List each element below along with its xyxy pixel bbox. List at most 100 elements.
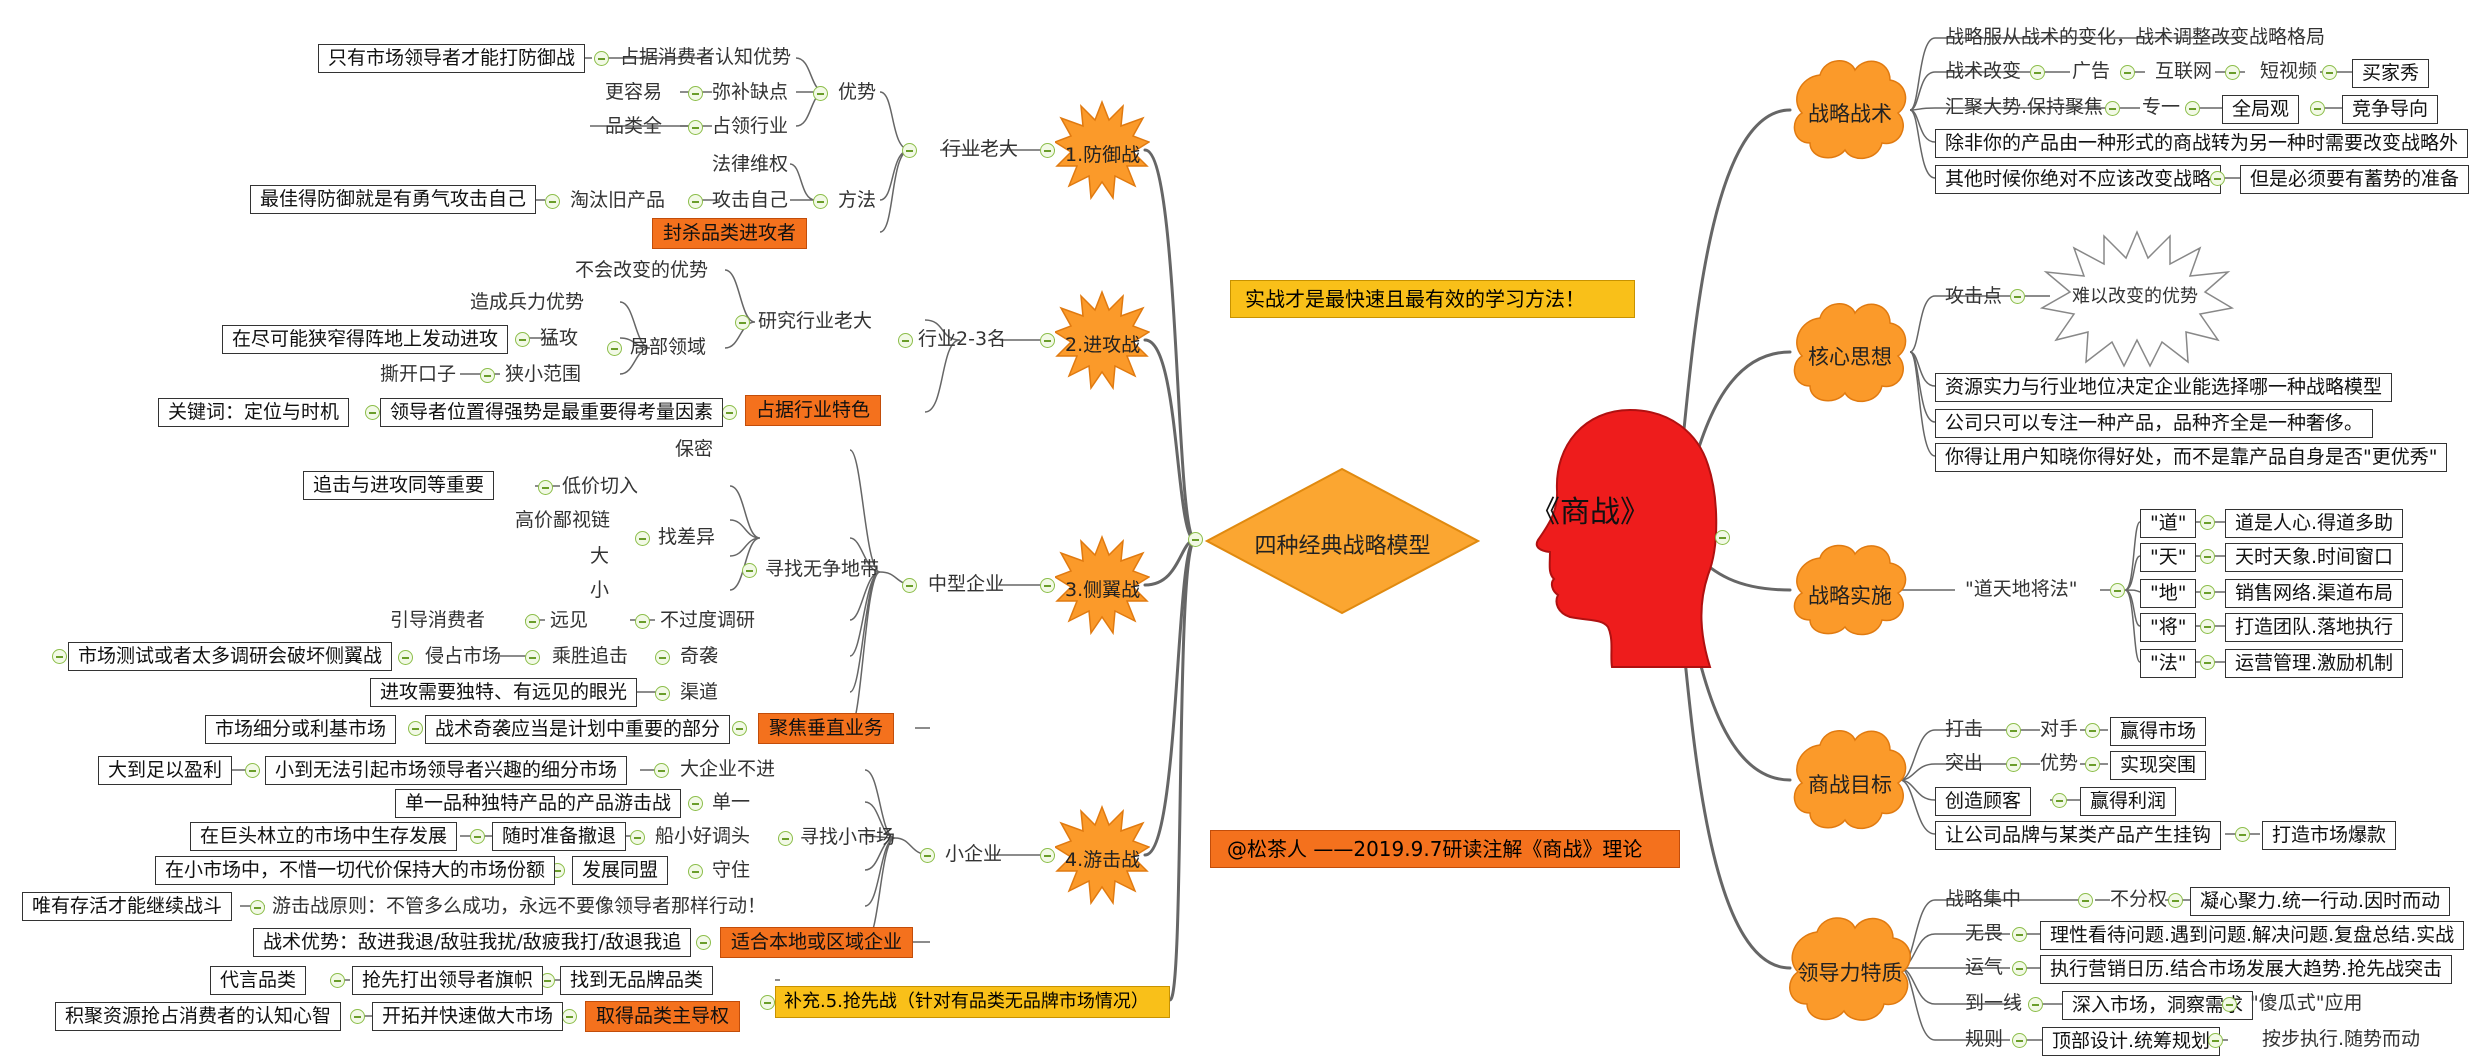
collapse-toggle-icon[interactable] bbox=[2185, 101, 2200, 116]
collapse-toggle-icon[interactable] bbox=[2222, 997, 2237, 1012]
collapse-toggle-icon[interactable] bbox=[2225, 65, 2240, 80]
node-goal[interactable]: 商战目标 bbox=[1808, 773, 1892, 797]
collapse-toggle-icon[interactable] bbox=[778, 831, 793, 846]
collapse-toggle-icon[interactable] bbox=[813, 86, 828, 101]
collapse-toggle-icon[interactable] bbox=[2200, 585, 2215, 600]
collapse-toggle-icon[interactable] bbox=[2078, 893, 2093, 908]
preempt-highlight: 取得品类主导权 bbox=[585, 1001, 741, 1032]
collapse-toggle-icon[interactable] bbox=[480, 368, 495, 383]
node-core[interactable]: 核心思想 bbox=[1808, 345, 1892, 369]
collapse-toggle-icon[interactable] bbox=[607, 341, 622, 356]
collapse-toggle-icon[interactable] bbox=[2120, 65, 2135, 80]
collapse-toggle-icon[interactable] bbox=[525, 614, 540, 629]
collapse-toggle-icon[interactable] bbox=[1040, 143, 1055, 158]
collapse-toggle-icon[interactable] bbox=[2006, 723, 2021, 738]
collapse-toggle-icon[interactable] bbox=[398, 650, 413, 665]
goal-profit: 赢得利润 bbox=[2080, 787, 2177, 816]
guerrilla-bigc: 大到足以盈利 bbox=[98, 756, 233, 785]
node-guerrilla[interactable]: 4.游击战 bbox=[1065, 849, 1141, 871]
collapse-toggle-icon[interactable] bbox=[2235, 827, 2250, 842]
collapse-toggle-icon[interactable] bbox=[408, 721, 423, 736]
collapse-toggle-icon[interactable] bbox=[2168, 893, 2183, 908]
collapse-toggle-icon[interactable] bbox=[2310, 101, 2325, 116]
collapse-toggle-icon[interactable] bbox=[813, 194, 828, 209]
collapse-toggle-icon[interactable] bbox=[1040, 848, 1055, 863]
collapse-toggle-icon[interactable] bbox=[688, 796, 703, 811]
collapse-toggle-icon[interactable] bbox=[2208, 1033, 2223, 1048]
collapse-toggle-icon[interactable] bbox=[688, 864, 703, 879]
collapse-toggle-icon[interactable] bbox=[245, 763, 260, 778]
impl-key-4: "将" bbox=[2140, 613, 2197, 642]
node-defense[interactable]: 1.防御战 bbox=[1065, 144, 1141, 166]
collapse-toggle-icon[interactable] bbox=[902, 143, 917, 158]
collapse-toggle-icon[interactable] bbox=[902, 578, 917, 593]
goal-rival: 对手 bbox=[2040, 718, 2079, 740]
collapse-toggle-icon[interactable] bbox=[2085, 723, 2100, 738]
collapse-toggle-icon[interactable] bbox=[2200, 655, 2215, 670]
collapse-toggle-icon[interactable] bbox=[540, 973, 555, 988]
collapse-toggle-icon[interactable] bbox=[655, 650, 670, 665]
collapse-toggle-icon[interactable] bbox=[562, 1009, 577, 1024]
collapse-toggle-icon[interactable] bbox=[2012, 1033, 2027, 1048]
collapse-toggle-icon[interactable] bbox=[2012, 927, 2027, 942]
collapse-toggle-icon[interactable] bbox=[250, 900, 265, 915]
collapse-toggle-icon[interactable] bbox=[735, 315, 750, 330]
collapse-toggle-icon[interactable] bbox=[594, 51, 609, 66]
defense-a2: 弥补缺点 bbox=[712, 81, 789, 103]
collapse-toggle-icon[interactable] bbox=[742, 563, 757, 578]
collapse-toggle-icon[interactable] bbox=[2085, 757, 2100, 772]
collapse-toggle-icon[interactable] bbox=[2200, 549, 2215, 564]
node-flank[interactable]: 3.侧翼战 bbox=[1065, 579, 1141, 601]
collapse-toggle-icon[interactable] bbox=[696, 935, 711, 950]
node-strategy[interactable]: 战略战术 bbox=[1808, 102, 1892, 126]
collapse-toggle-icon[interactable] bbox=[2105, 101, 2120, 116]
guerrilla-ruleb: 唯有存活才能继续战斗 bbox=[22, 892, 233, 921]
collapse-toggle-icon[interactable] bbox=[2030, 65, 2045, 80]
collapse-toggle-icon[interactable] bbox=[920, 848, 935, 863]
collapse-toggle-icon[interactable] bbox=[760, 995, 775, 1010]
flank-d1: 低价切入 bbox=[562, 475, 639, 497]
node-preempt[interactable]: 补充.5.抢先战（针对有品类无品牌市场情况） bbox=[775, 986, 1170, 1018]
collapse-toggle-icon[interactable] bbox=[2010, 289, 2025, 304]
collapse-toggle-icon[interactable] bbox=[1040, 333, 1055, 348]
collapse-toggle-icon[interactable] bbox=[2012, 961, 2027, 976]
collapse-toggle-icon[interactable] bbox=[2200, 619, 2215, 634]
collapse-toggle-icon[interactable] bbox=[654, 763, 669, 778]
collapse-toggle-icon[interactable] bbox=[2200, 515, 2215, 530]
collapse-toggle-icon[interactable] bbox=[2006, 757, 2021, 772]
collapse-toggle-icon[interactable] bbox=[2052, 793, 2067, 808]
collapse-toggle-icon[interactable] bbox=[655, 686, 670, 701]
collapse-toggle-icon[interactable] bbox=[635, 531, 650, 546]
collapse-toggle-icon[interactable] bbox=[630, 830, 645, 845]
collapse-toggle-icon[interactable] bbox=[2028, 997, 2043, 1012]
expand-toggle-icon[interactable] bbox=[52, 649, 67, 664]
collapse-toggle-icon[interactable] bbox=[2210, 171, 2225, 186]
collapse-toggle-icon[interactable] bbox=[515, 332, 530, 347]
collapse-toggle-icon[interactable] bbox=[688, 194, 703, 209]
collapse-toggle-icon[interactable] bbox=[1188, 532, 1203, 547]
guerrilla-h1: 战术优势：敌进我退/敌驻我扰/敌疲我打/敌退我追 bbox=[253, 928, 692, 957]
collapse-toggle-icon[interactable] bbox=[898, 333, 913, 348]
collapse-toggle-icon[interactable] bbox=[2110, 583, 2125, 598]
collapse-toggle-icon[interactable] bbox=[365, 405, 380, 420]
collapse-toggle-icon[interactable] bbox=[688, 120, 703, 135]
collapse-toggle-icon[interactable] bbox=[722, 405, 737, 420]
collapse-toggle-icon[interactable] bbox=[2322, 65, 2337, 80]
collapse-toggle-icon[interactable] bbox=[470, 829, 485, 844]
node-lead[interactable]: 领导力特质 bbox=[1797, 961, 1903, 985]
collapse-toggle-icon[interactable] bbox=[732, 721, 747, 736]
flank-occupy: 侵占市场 bbox=[425, 645, 502, 667]
collapse-toggle-icon[interactable] bbox=[538, 480, 553, 495]
collapse-toggle-icon[interactable] bbox=[635, 614, 650, 629]
node-impl[interactable]: 战略实施 bbox=[1808, 584, 1892, 608]
collapse-toggle-icon[interactable] bbox=[350, 1009, 365, 1024]
collapse-toggle-icon[interactable] bbox=[1715, 530, 1730, 545]
collapse-toggle-icon[interactable] bbox=[330, 973, 345, 988]
collapse-toggle-icon[interactable] bbox=[545, 194, 560, 209]
collapse-toggle-icon[interactable] bbox=[1040, 578, 1055, 593]
yellow-note: 实战才是最快速且最有效的学习方法！ bbox=[1230, 280, 1635, 318]
node-offense[interactable]: 2.进攻战 bbox=[1065, 334, 1141, 356]
preempt-h2: 积聚资源抢占消费者的认知心智 bbox=[55, 1002, 342, 1031]
collapse-toggle-icon[interactable] bbox=[525, 650, 540, 665]
collapse-toggle-icon[interactable] bbox=[688, 86, 703, 101]
